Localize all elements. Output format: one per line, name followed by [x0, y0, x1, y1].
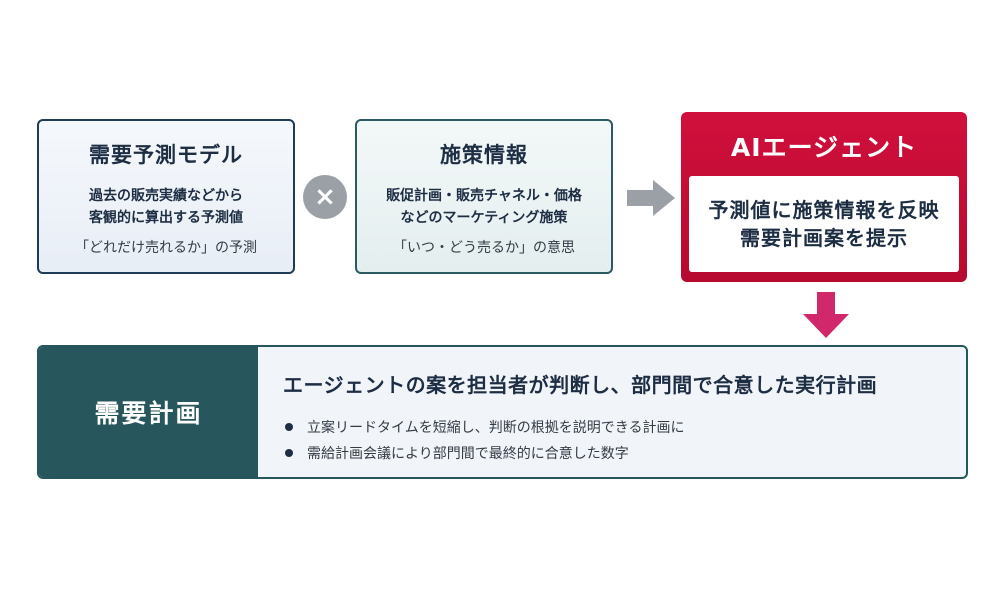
forecast-model-desc-line1: 過去の販売実績などから: [89, 188, 243, 204]
multiply-icon: ×: [303, 175, 347, 219]
forecast-model-desc-line2: 客観的に算出する予測値: [89, 210, 243, 226]
demand-plan-bullet-list: 立案リードタイムを短縮し、判断の根拠を説明できる計画に 需給計画会議により部門間…: [285, 415, 684, 467]
ai-agent-line2: 需要計画案を提示: [740, 226, 908, 250]
policy-info-box: 施策情報 販促計画・販売チャネル・価格 などのマーケティング施策 「いつ・どう売…: [355, 119, 613, 274]
list-item: 需給計画会議により部門間で最終的に合意した数字: [285, 441, 684, 467]
list-item: 立案リードタイムを短縮し、判断の根拠を説明できる計画に: [285, 415, 684, 441]
forecast-model-note: 「どれだけ売れるか」の予測: [75, 240, 257, 256]
policy-info-note: 「いつ・どう売るか」の意思: [393, 240, 575, 256]
ai-agent-line1: 予測値に施策情報を反映: [708, 198, 940, 222]
policy-info-desc-line2: などのマーケティング施策: [400, 210, 568, 226]
forecast-model-box: 需要予測モデル 過去の販売実績などから 客観的に算出する予測値 「どれだけ売れる…: [37, 119, 295, 274]
demand-plan-label: 需要計画: [39, 347, 258, 477]
demand-plan-headline: エージェントの案を担当者が判断し、部門間で合意した実行計画: [283, 373, 878, 397]
policy-info-description: 販促計画・販売チャネル・価格 などのマーケティング施策: [357, 185, 611, 229]
forecast-model-title: 需要予測モデル: [89, 143, 243, 167]
ai-agent-title: AIエージェント: [730, 133, 918, 162]
bullet-dot-icon: [285, 423, 293, 431]
ai-agent-box: AIエージェント 予測値に施策情報を反映 需要計画案を提示: [681, 112, 967, 282]
policy-info-desc-line1: 販促計画・販売チャネル・価格: [386, 188, 582, 204]
policy-info-title: 施策情報: [440, 143, 528, 167]
forecast-model-description: 過去の販売実績などから 客観的に算出する予測値: [39, 185, 293, 229]
bullet-text: 需給計画会議により部門間で最終的に合意した数字: [307, 446, 629, 462]
down-arrow-icon: [803, 292, 849, 338]
bullet-dot-icon: [285, 449, 293, 457]
bullet-text: 立案リードタイムを短縮し、判断の根拠を説明できる計画に: [307, 420, 685, 436]
demand-plan-box: 需要計画 エージェントの案を担当者が判断し、部門間で合意した実行計画 立案リード…: [37, 345, 968, 479]
ai-agent-description: 予測値に施策情報を反映 需要計画案を提示: [689, 176, 959, 272]
right-arrow-icon: [627, 180, 675, 216]
